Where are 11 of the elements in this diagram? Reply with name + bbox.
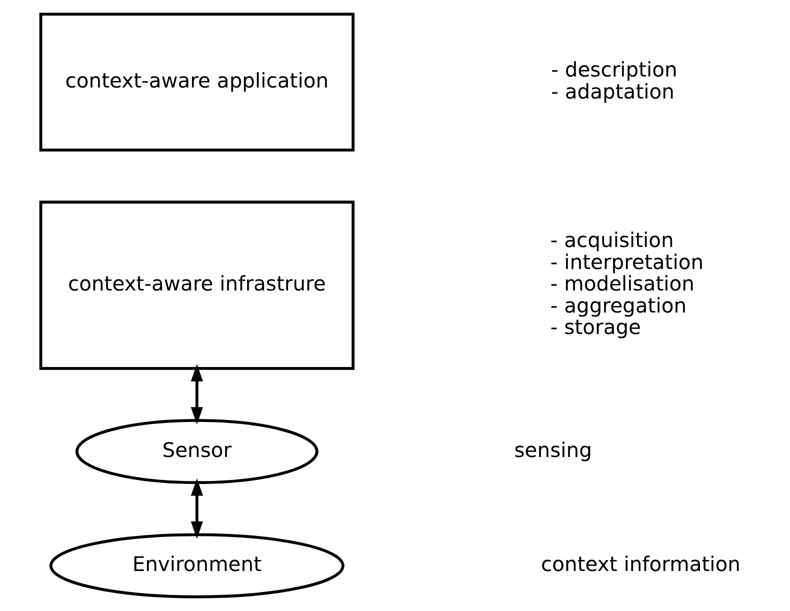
- node-ellipse: Environment: [49, 533, 344, 598]
- arrow: [190, 478, 204, 539]
- node-box: context-aware infrastrure: [39, 200, 355, 370]
- node-ellipse: Sensor: [75, 419, 318, 484]
- node-box: context-aware application: [39, 12, 355, 152]
- label: - description: [551, 58, 678, 82]
- label: - acquisition: [550, 228, 674, 252]
- label: - aggregation: [550, 293, 687, 318]
- label: sensing: [514, 438, 592, 462]
- arrow: [190, 364, 204, 424]
- label: context information: [541, 552, 741, 576]
